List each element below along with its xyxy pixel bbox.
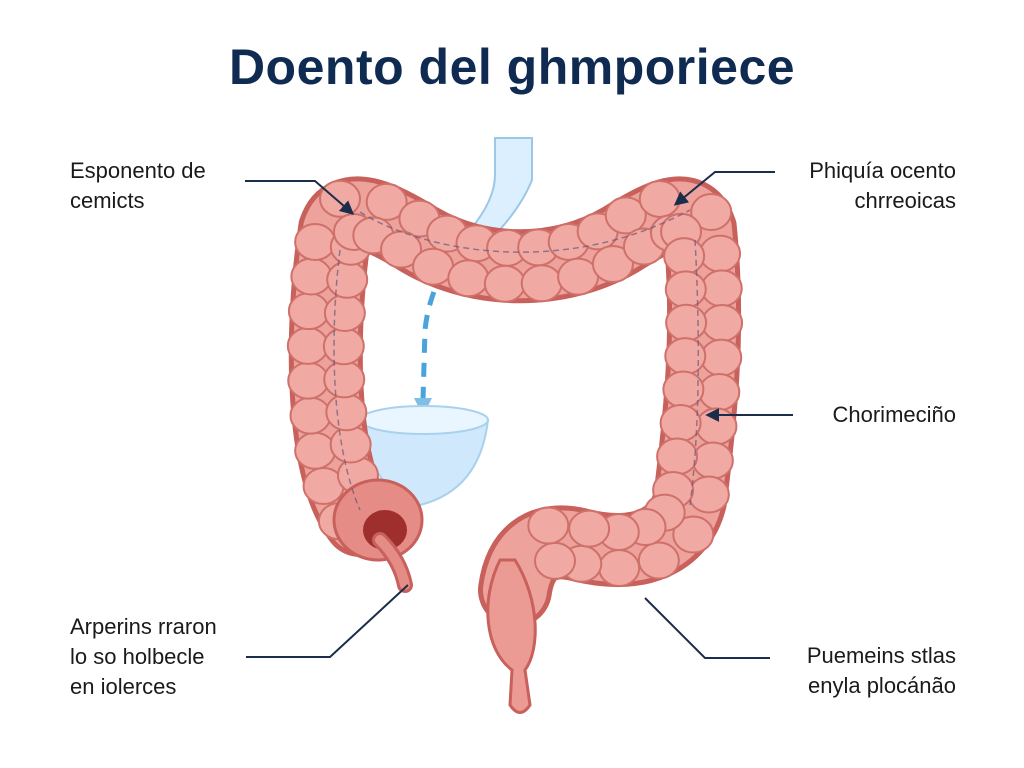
haustra-segment <box>591 244 634 283</box>
haustra-segment <box>568 509 611 548</box>
label-line: Esponento de <box>70 158 206 183</box>
label-line: en iolerces <box>70 674 177 699</box>
leader-line-top-left <box>245 180 355 215</box>
label-line: lo so holbecle <box>70 644 205 669</box>
haustra-segment <box>323 293 366 332</box>
haustra-segment <box>699 234 742 273</box>
label-top-right: Phiquía ocento chrreoicas <box>809 156 956 216</box>
label-line: Phiquía ocento <box>809 158 956 183</box>
label-bottom-left: Arperins rraron lo so holbecle en iolerc… <box>70 612 217 702</box>
haustra-segment <box>701 304 744 343</box>
haustra-segment <box>447 259 490 298</box>
haustra-segment <box>286 326 329 365</box>
haustra-segment <box>287 292 330 331</box>
haustra-segment <box>319 179 362 218</box>
rectum <box>486 558 537 714</box>
haustra-segment <box>659 403 702 442</box>
haustra-segment <box>365 182 408 221</box>
haustra-segment <box>598 548 641 587</box>
haustra-segment <box>533 541 576 580</box>
fluid-flow-dashes <box>420 228 472 401</box>
haustra-segment <box>700 338 743 377</box>
label-line: Puemeins stlas <box>806 643 956 668</box>
diagram-title: Doento del ghmporiece <box>228 39 796 95</box>
label-line: Chorimeciño <box>832 402 957 427</box>
label-bottom-right: Puemeins stlas enyla plocánão <box>807 641 956 701</box>
label-top-left: Esponento de cemicts <box>70 156 206 216</box>
haustra-segment <box>322 327 365 366</box>
haustra-segment <box>289 396 332 435</box>
haustra-segment <box>520 264 563 303</box>
haustra-segment <box>691 441 734 480</box>
haustra-segment <box>672 515 715 554</box>
haustra-segment <box>329 425 372 464</box>
haustra-segment <box>695 407 738 446</box>
haustra-segment <box>664 337 707 376</box>
label-line: Arperins rraron <box>70 614 217 639</box>
label-middle-right: Chorimeciño <box>833 400 957 430</box>
haustra-segment <box>294 222 337 261</box>
haustra-segment <box>287 361 330 400</box>
haustra-segment <box>326 260 369 299</box>
haustra-segment <box>700 269 743 308</box>
haustra-segment <box>483 264 526 303</box>
haustra-segment <box>690 193 733 232</box>
haustra-segment <box>290 257 333 296</box>
colon <box>286 176 744 714</box>
label-line: enyla plocánão <box>807 673 956 698</box>
label-line: cemicts <box>70 188 145 213</box>
haustra-segment <box>663 237 706 276</box>
haustra-segment <box>294 431 337 470</box>
haustra-segment <box>698 373 741 412</box>
haustra-segment <box>323 360 366 399</box>
haustra-segment <box>665 303 708 342</box>
haustra-segment <box>664 270 707 309</box>
label-line: chrreoicas <box>854 188 956 213</box>
haustra-segment <box>412 247 455 286</box>
leader-line-bottom-right <box>644 597 770 659</box>
haustra-segment <box>656 437 699 476</box>
haustra-segment <box>527 506 570 545</box>
haustra-segment <box>325 393 368 432</box>
haustra-segment <box>637 541 680 580</box>
haustra-segment <box>687 475 730 514</box>
haustra-segment <box>638 179 681 218</box>
leader-line-bottom-left <box>246 584 409 658</box>
leader-line-top-right <box>673 171 775 206</box>
haustra-segment <box>604 196 647 235</box>
